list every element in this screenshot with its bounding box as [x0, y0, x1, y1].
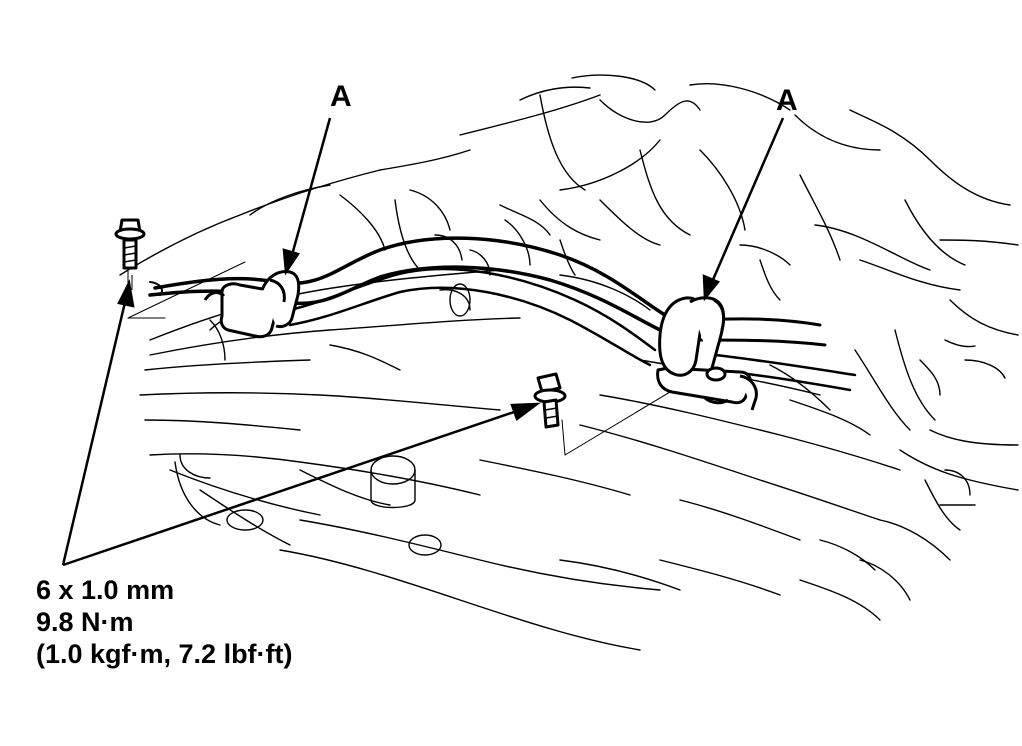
engine-block-outline	[459, 74, 1019, 621]
clamp-callout-label: A	[330, 80, 352, 113]
bolt-torque-alt: (1.0 kgf·m, 7.2 lbf·ft)	[36, 639, 293, 669]
intake-cover-outline	[119, 149, 901, 651]
bolt-torque-nm: 9.8 N·m	[36, 607, 134, 637]
engine-bosses	[174, 274, 1006, 556]
right-clamp	[656, 296, 758, 411]
bolt-left	[114, 218, 146, 290]
bolt-size: 6 x 1.0 mm	[36, 575, 175, 605]
left-clamp	[203, 270, 301, 339]
bolt-spec-block: 6 x 1.0 mm 9.8 N·m (1.0 kgf·m, 7.2 lbf·f…	[36, 574, 293, 670]
bolt-center	[533, 372, 567, 429]
clamp-callout-label: A	[776, 84, 798, 117]
callout-arrows	[61, 117, 785, 567]
